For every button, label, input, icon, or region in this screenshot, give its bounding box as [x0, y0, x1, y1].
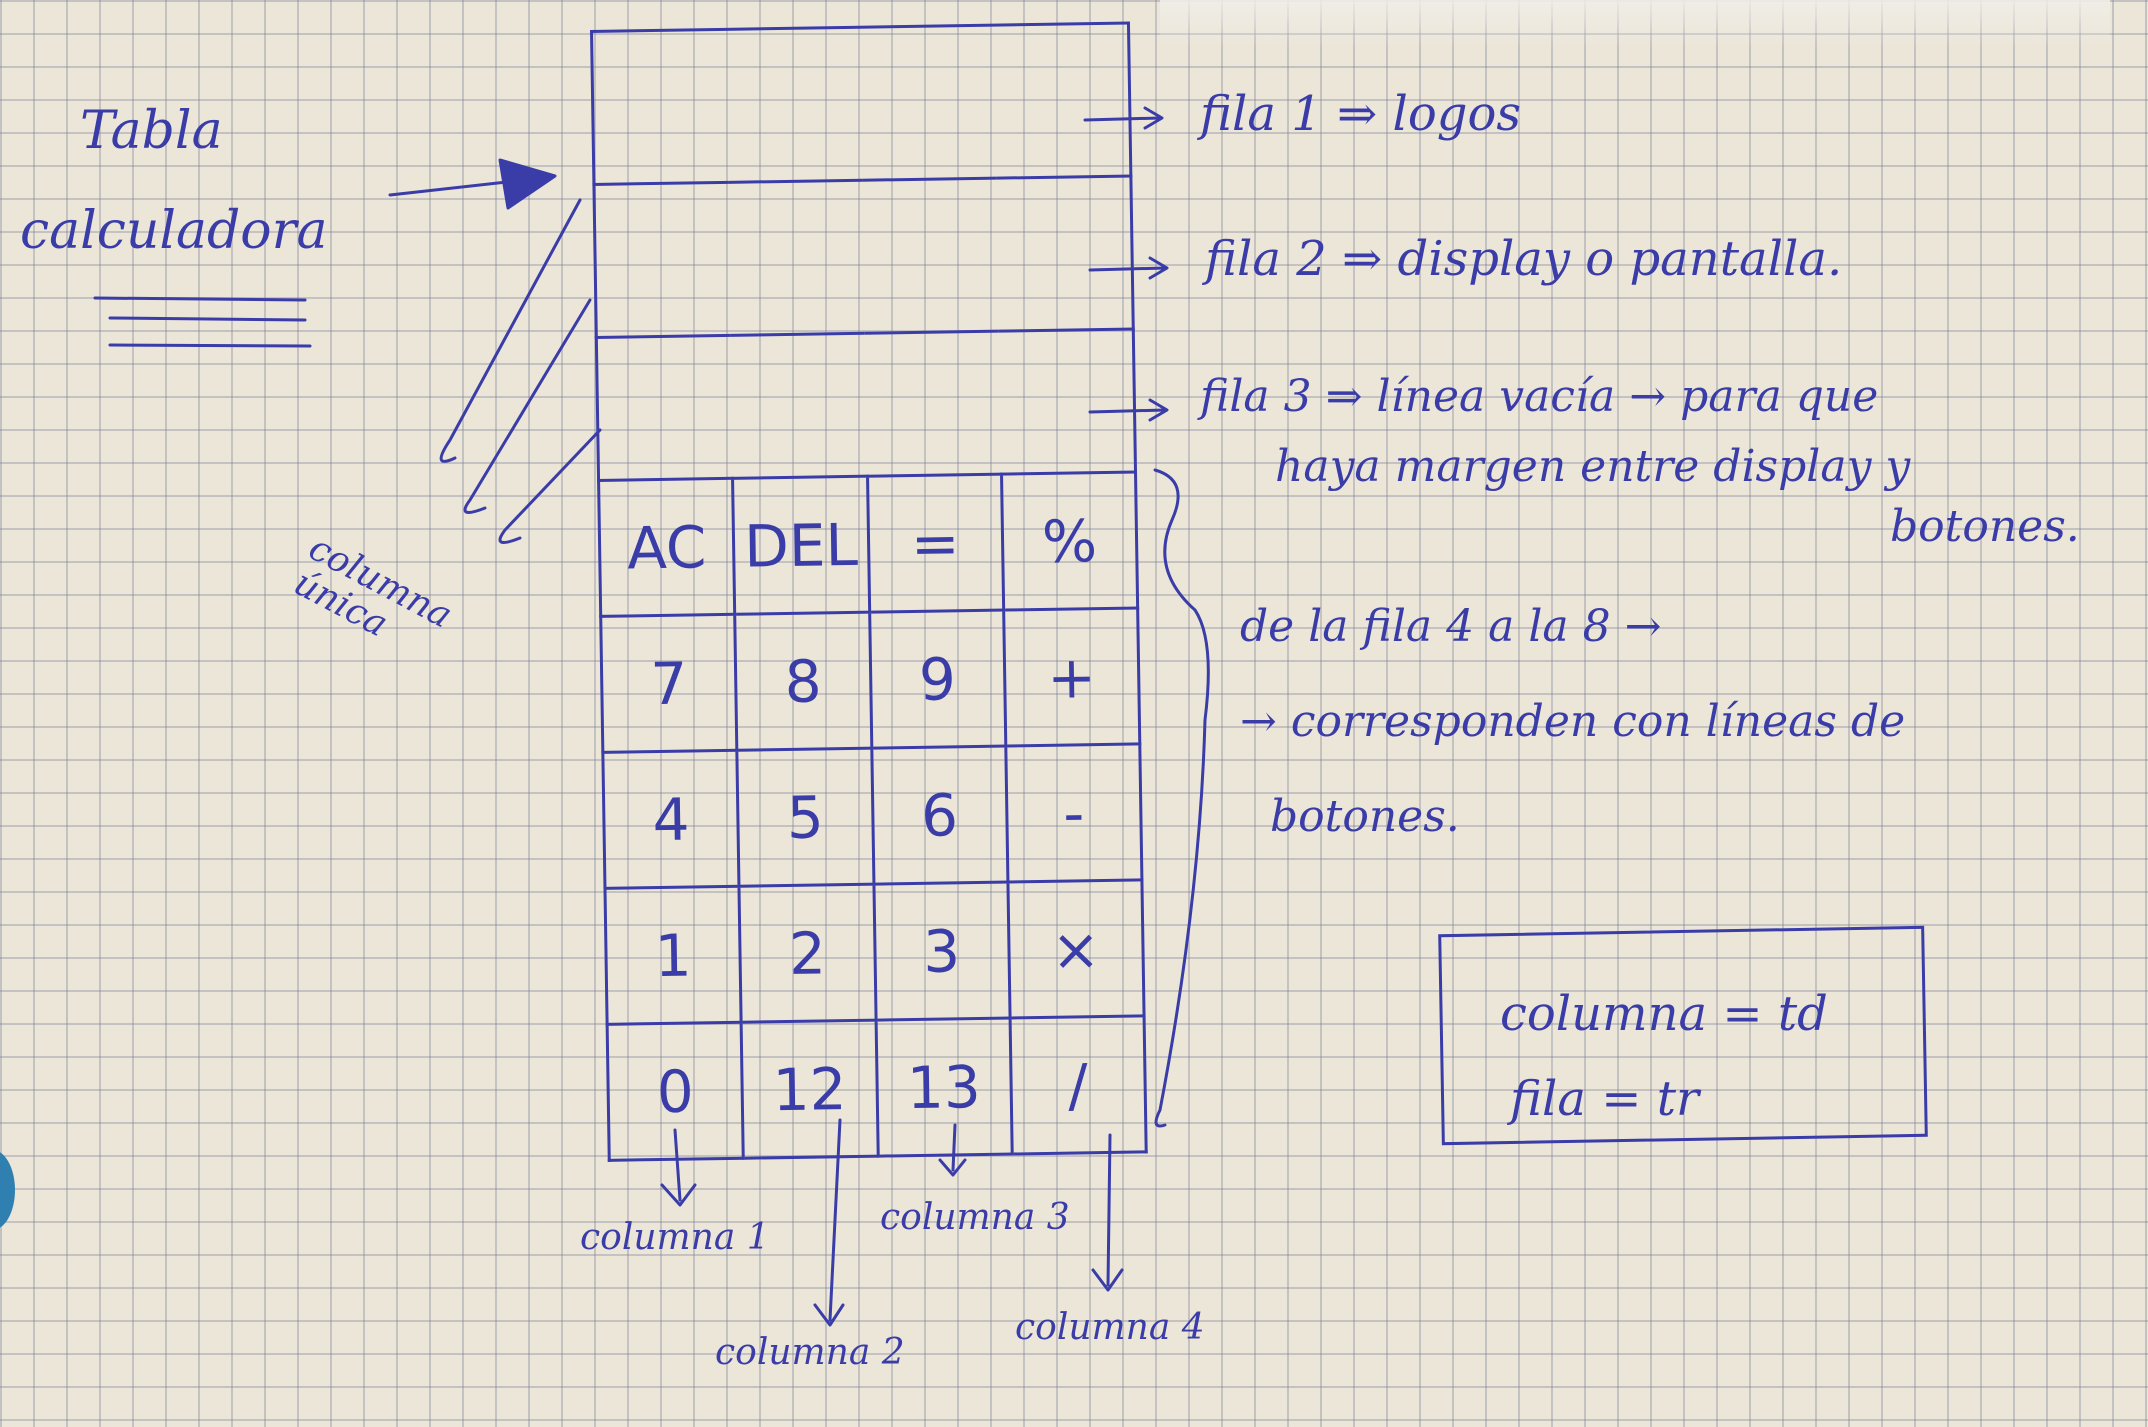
fila3-arrow: [1088, 398, 1169, 422]
annotation-columna-4: columna 4: [1015, 1307, 1205, 1348]
columna4-arrow: [1091, 1133, 1124, 1292]
title-line-2: calculadora: [20, 201, 328, 261]
fila1-arrow: [1083, 106, 1164, 130]
annotation-fila-2: fila 2 ⇒ display o pantalla.: [1205, 231, 1843, 287]
fila2-arrow: [1088, 256, 1169, 280]
title-underline: [93, 296, 312, 348]
rows-brace: [1153, 468, 1210, 1128]
legend-columna-td: columna = td: [1500, 986, 1828, 1042]
blue-dot: [0, 1150, 15, 1230]
columna1-arrow: [660, 1128, 697, 1207]
annotation-fila-3-line1: fila 3 ⇒ línea vacía → para que: [1200, 371, 1879, 422]
annotation-filas-line1: de la fila 4 a la 8 →: [1240, 601, 1662, 652]
paper-stain: [1160, 0, 2110, 48]
columna3-arrow: [938, 1123, 967, 1177]
annotation-filas-line2: → corresponden con líneas de: [1240, 696, 1906, 747]
annotation-columna-3: columna 3: [880, 1197, 1070, 1238]
title-arrowhead: [498, 158, 557, 210]
title-line-1: Tabla: [80, 101, 223, 161]
legend-fila-tr: fila = tr: [1510, 1071, 1699, 1127]
annotation-columna-1: columna 1: [580, 1217, 770, 1258]
annotation-fila-3-line3: botones.: [1890, 501, 2080, 552]
annotation-filas-line3: botones.: [1270, 791, 1460, 842]
annotation-columna-2: columna 2: [715, 1332, 905, 1373]
annotation-fila-1: fila 1 ⇒ logos: [1200, 86, 1522, 142]
annotation-fila-3-line2: haya margen entre display y: [1275, 441, 1911, 492]
columna2-arrow: [813, 1118, 845, 1327]
columna-unica-arrow: [439, 198, 602, 544]
